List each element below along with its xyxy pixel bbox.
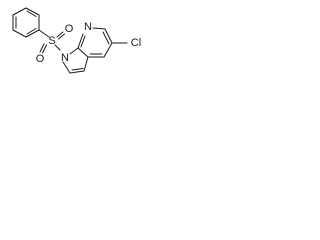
bond-c2-c3 — [69, 70, 85, 74]
atom-nitrogen-pyrrole-label: N — [61, 52, 69, 64]
bond-ph-3 — [25, 29, 40, 38]
bond-ph-6 — [12, 7, 27, 16]
bond-c5-c4 — [103, 42, 113, 58]
bond-s-o-top-a — [56, 31, 64, 38]
atom-oxygen-bottom-label: O — [36, 53, 45, 65]
bond-s-o-bottom-b — [42, 44, 47, 54]
bond-c3-c3a — [83, 56, 89, 72]
bond-c7a-n1 — [69, 47, 79, 55]
bond-s-o-top-b — [58, 33, 65, 40]
bond-n7-c6 — [92, 27, 106, 30]
bond-c3a-c7a — [77, 47, 89, 58]
bond-ph-double-2 — [26, 28, 37, 35]
atom-sulfur-label: S — [48, 35, 55, 47]
structure-diagram: S O O N N Cl — [12, 7, 141, 74]
pyrrole-ring — [62, 47, 89, 74]
phenyl-ring — [12, 7, 40, 38]
sulfonyl-group — [39, 31, 65, 54]
atom-oxygen-top-label: O — [65, 23, 74, 35]
bond-c6-c5 — [104, 28, 113, 44]
bond-ph-s — [38, 29, 50, 38]
atom-chlorine-label: Cl — [131, 37, 141, 49]
bond-c2-c3-double — [71, 68, 84, 71]
pyridine-ring — [77, 27, 113, 58]
bond-c7a-n7 — [77, 33, 84, 49]
bond-s-o-bottom-a — [39, 43, 45, 53]
bond-n1-c2 — [62, 61, 71, 74]
bond-ph-double-1 — [26, 10, 37, 17]
bond-c7a-n7-double — [80, 35, 86, 48]
bond-s-n — [54, 44, 61, 51]
bond-c6-c5-double — [102, 31, 110, 45]
bond-ph-4 — [12, 29, 27, 38]
atom-nitrogen-pyridine-label: N — [84, 21, 92, 33]
bond-ph-1 — [25, 7, 40, 16]
